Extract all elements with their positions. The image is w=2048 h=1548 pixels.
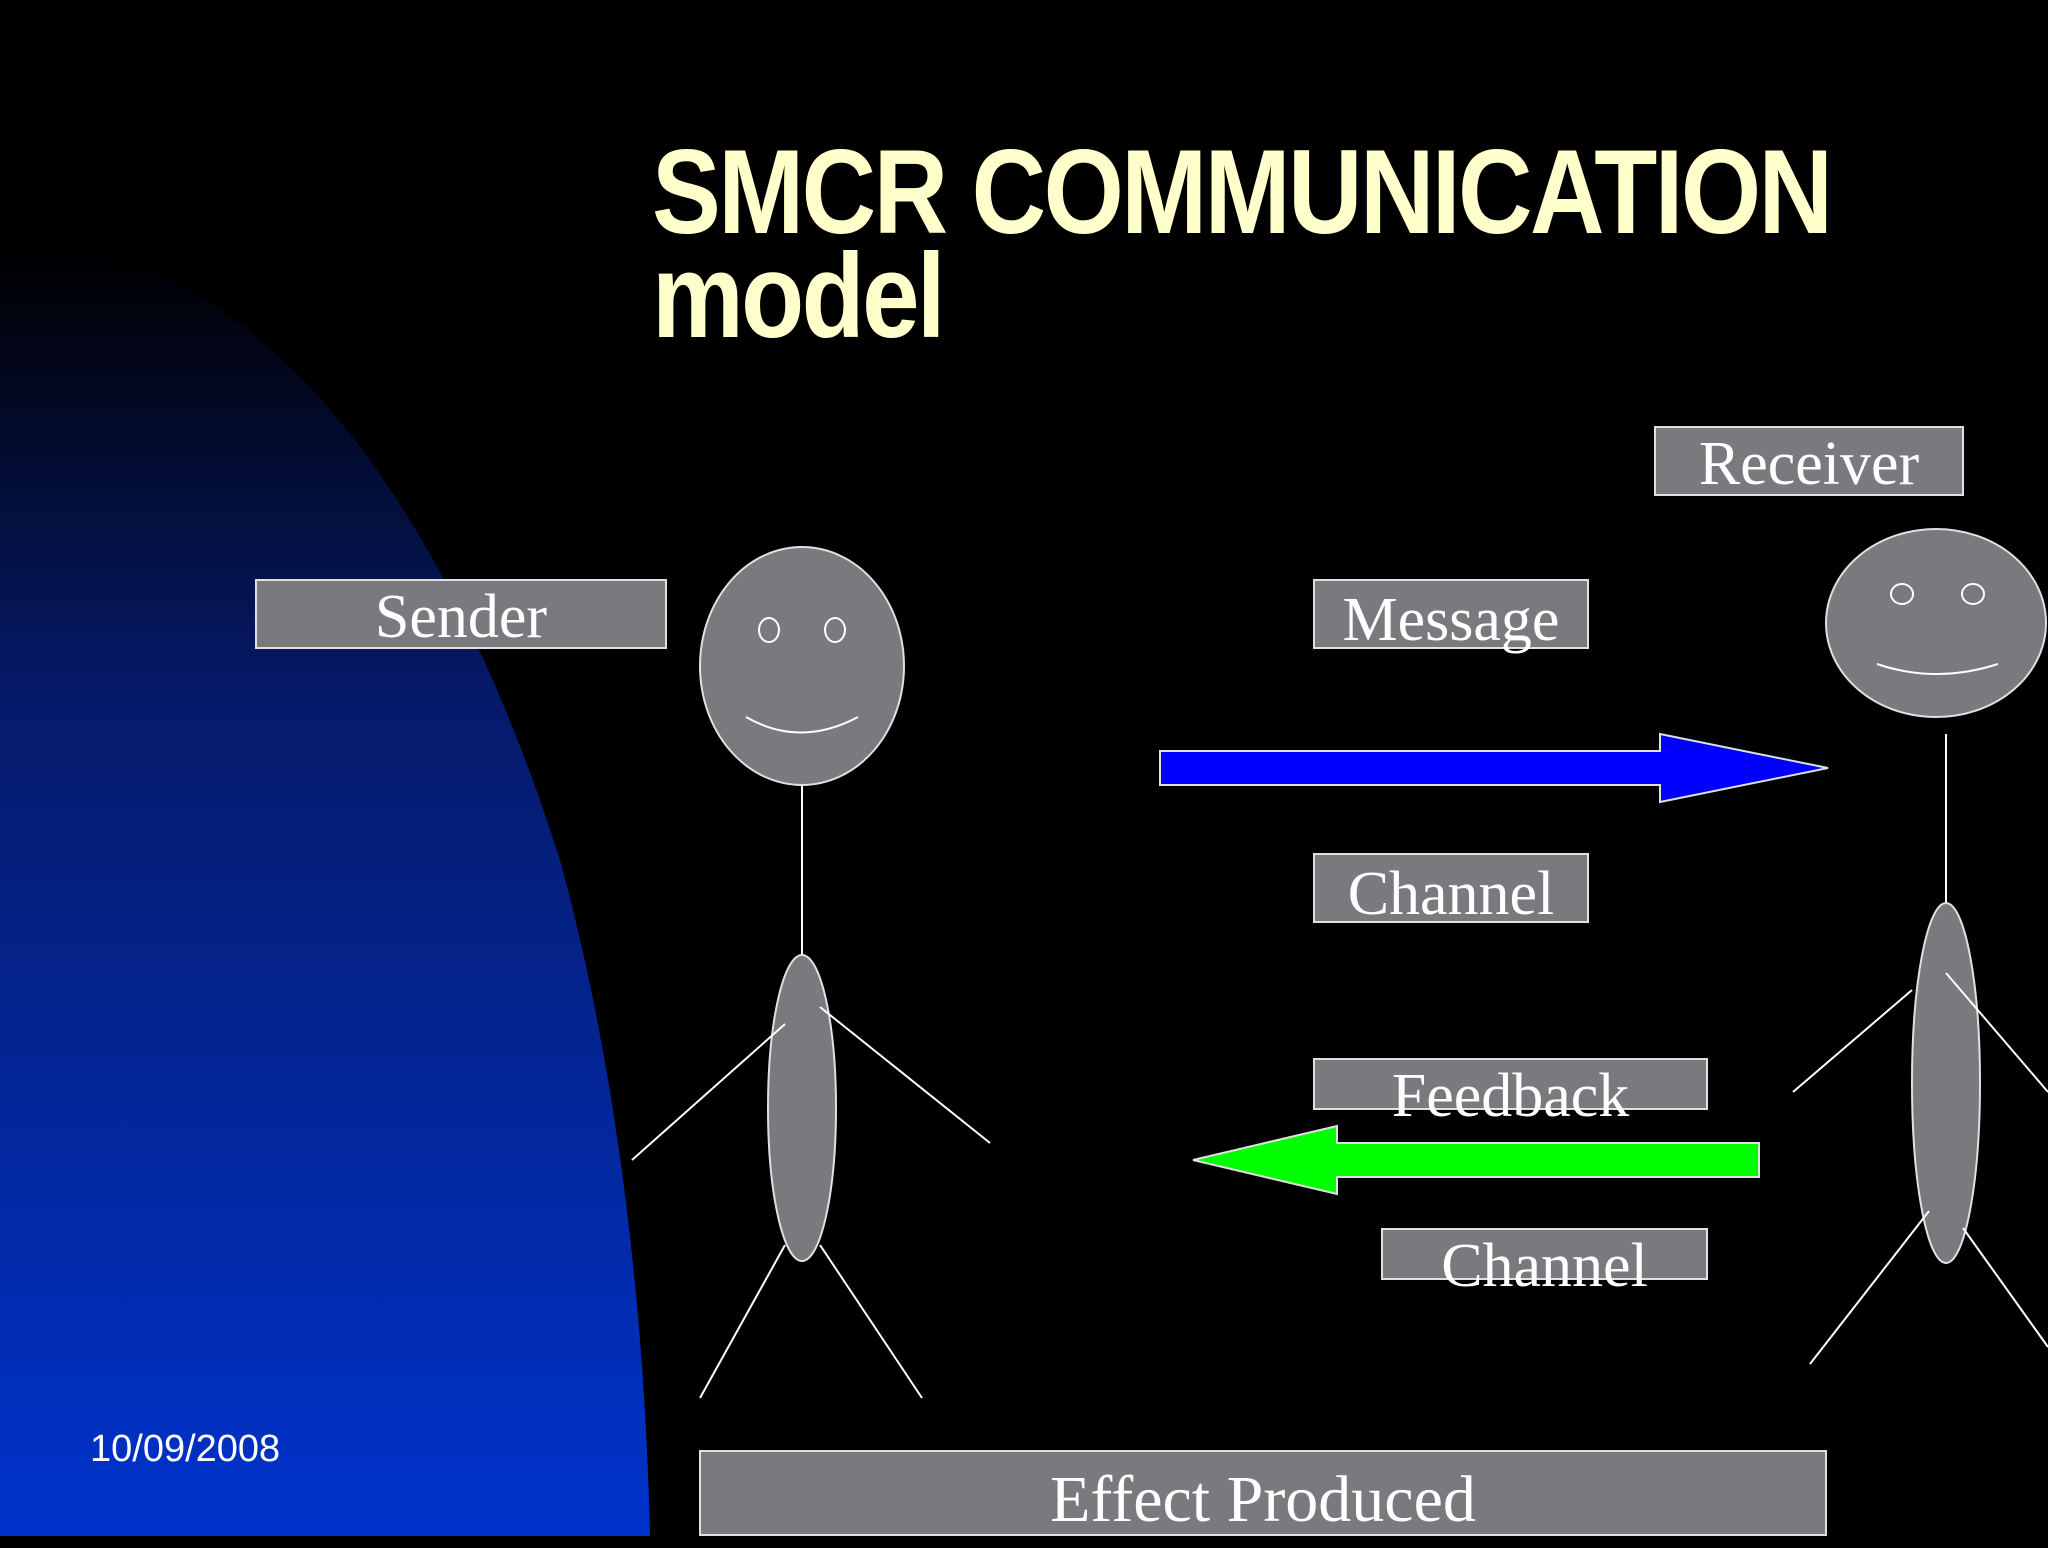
receiver-right-leg	[1962, 1227, 2048, 1348]
sender-head	[699, 546, 905, 786]
receiver-figure	[1792, 528, 2048, 1365]
receiver-right-eye	[1961, 583, 1985, 605]
receiver-mouth	[1876, 663, 1999, 675]
title-line-2: model	[652, 229, 946, 363]
receiver-left-leg	[1809, 1210, 1930, 1365]
receiver-label: Receiver	[1654, 426, 1964, 498]
receiver-left-arm	[1792, 989, 1913, 1093]
receiver-right-arm	[1945, 972, 2048, 1093]
feedback-label: Feedback	[1313, 1058, 1708, 1130]
feedback-arrow	[1192, 1124, 1760, 1196]
sender-body	[767, 954, 837, 1262]
blue-gradient-background	[0, 251, 650, 1536]
receiver-body	[1911, 902, 1981, 1264]
sender-figure	[631, 546, 991, 1399]
sender-right-arm	[819, 1006, 991, 1144]
receiver-left-eye	[1890, 583, 1914, 605]
sender-left-eye	[758, 617, 780, 643]
channel-label-bottom: Channel	[1381, 1228, 1708, 1300]
sender-mouth	[745, 716, 859, 734]
message-label: Message	[1313, 579, 1589, 654]
sender-right-leg	[819, 1244, 923, 1399]
receiver-head	[1825, 528, 2047, 718]
slide-date: 10/09/2008	[90, 1428, 281, 1470]
title-line-1: SMCR COMMUNICATION	[652, 125, 1833, 259]
effect-produced-label: Effect Produced	[699, 1450, 1827, 1536]
message-arrow	[1159, 732, 1829, 804]
sender-left-arm	[631, 1023, 786, 1161]
slide-title: SMCR COMMUNICATION model	[652, 125, 1847, 363]
channel-label-top: Channel	[1313, 853, 1589, 928]
sender-label: Sender	[255, 579, 667, 651]
sender-right-eye	[824, 617, 846, 643]
sender-left-leg	[699, 1244, 786, 1399]
